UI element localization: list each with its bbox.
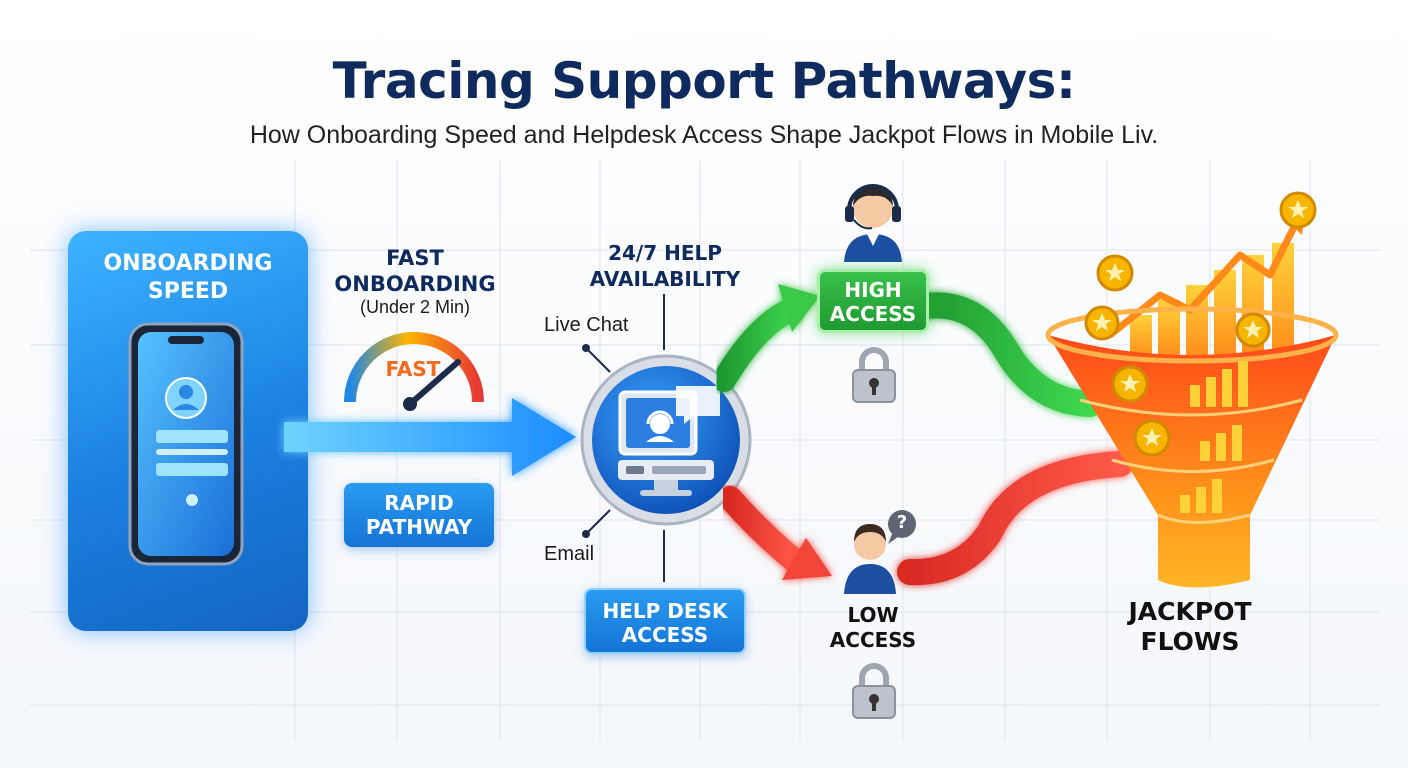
coin-icon [1133,419,1171,457]
coin-icon [1084,305,1120,341]
lock-icon [852,347,896,403]
page-title: Tracing Support Pathways: [332,52,1076,110]
email-label: Email [544,543,595,565]
high-access-line2: ACCESS [829,302,917,326]
fast-onboarding-note: (Under 2 Min) [359,297,471,317]
coin-icon [1235,312,1271,348]
rapid-pathway-line1: RAPID [384,491,454,515]
red-path-right [897,451,1133,586]
trend-arrow-icon [1107,223,1299,338]
rapid-pathway-line2: PATHWAY [365,515,473,539]
high-access-line1: HIGH [844,278,902,302]
coin-icon [1279,191,1317,229]
coin-icon [1096,254,1134,292]
help-desk-line2: ACCESS [621,623,709,647]
help-desk-access-badge: HELP DESK ACCESS [584,588,746,654]
access-paths [712,284,1133,586]
low-access-title: LOW ACCESS [818,603,928,653]
green-arrowhead [778,284,820,332]
fast-onboarding-line2: ONBOARDING [334,272,496,296]
question-mark: ? [896,512,908,533]
low-access-line1: LOW [847,603,899,627]
bar-chart-icon [1130,243,1294,360]
onboarding-title-line1: ONBOARDING [103,251,273,276]
coin-icon [1111,365,1149,403]
green-path [712,296,808,392]
green-path-right [913,292,1103,417]
red-path [718,486,808,574]
smartphone-icon [128,322,244,566]
page-subtitle: How Onboarding Speed and Helpdesk Access… [249,121,1159,149]
rapid-arrow [284,398,576,476]
rapid-pathway-badge: RAPID PATHWAY [344,483,494,547]
help-availability-line1: 24/7 HELP [608,241,722,265]
jackpot-line2: FLOWS [1140,627,1240,656]
red-arrowhead [782,538,832,580]
gauge-fast-label: FAST [385,357,441,381]
helpdesk-monitor-icon [580,354,752,526]
fast-onboarding-title: FAST ONBOARDING [330,245,500,297]
jackpot-flows-title: JACKPOT FLOWS [1100,597,1280,657]
help-availability-title: 24/7 HELP AVAILABILITY [580,240,750,292]
funnel-icon [1045,191,1339,588]
help-desk-line1: HELP DESK [602,599,728,623]
headset-agent-icon [844,184,902,262]
live-chat-label: Live Chat [544,314,629,336]
speedometer-icon [344,332,484,411]
lock-icon [852,663,896,719]
help-availability-line2: AVAILABILITY [589,267,741,291]
confused-user-icon [844,510,916,594]
low-access-line2: ACCESS [829,628,917,652]
onboarding-title-line2: SPEED [147,279,229,304]
jackpot-line1: JACKPOT [1128,597,1252,626]
helpdesk-connectors [582,294,665,582]
fast-onboarding-line1: FAST [386,246,444,270]
high-access-badge: HIGH ACCESS [817,269,929,333]
onboarding-speed-title: ONBOARDING SPEED [68,250,308,306]
